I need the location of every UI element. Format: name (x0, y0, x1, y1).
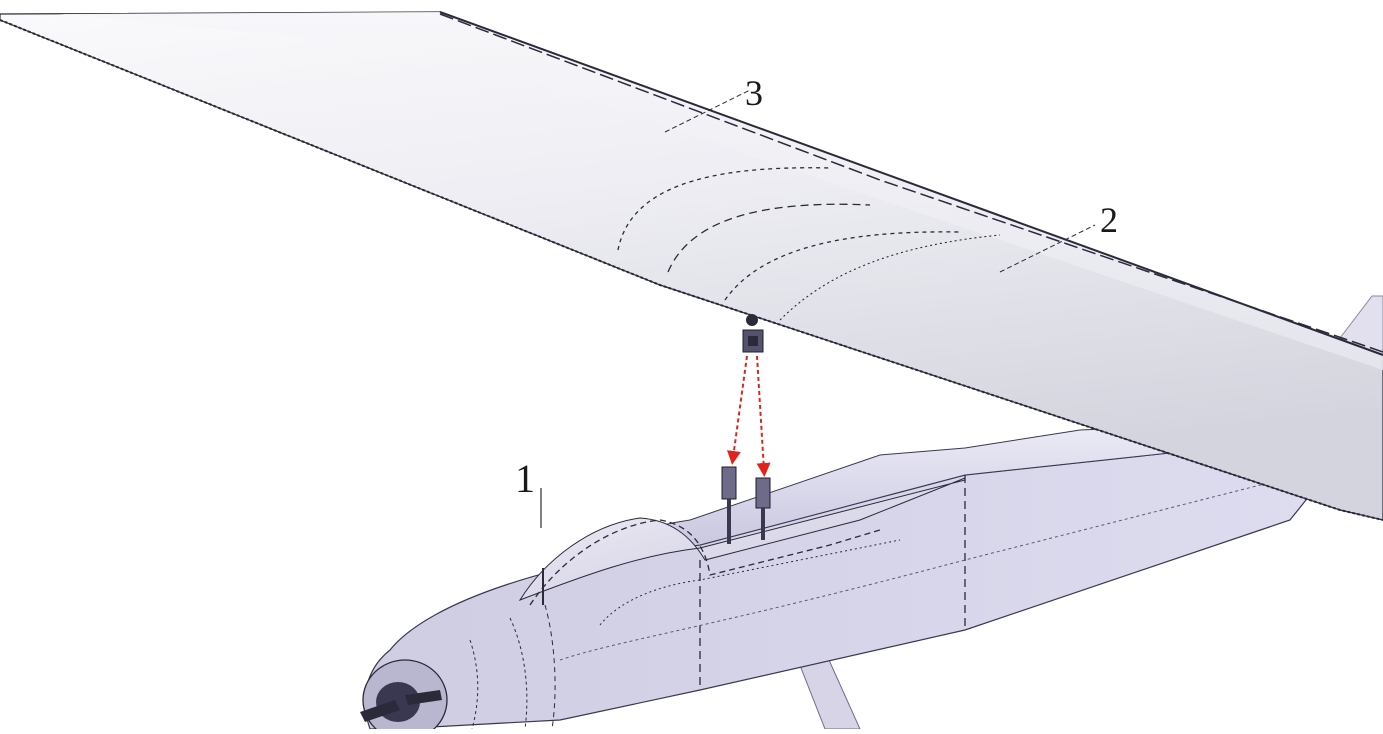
callout-label-1: 1 (515, 456, 535, 501)
wing-mount-fitting (742, 314, 764, 353)
fuselage (360, 424, 1331, 734)
nose-frame-3 (544, 604, 556, 730)
nose-frame-2 (509, 617, 528, 730)
canopy (518, 477, 966, 602)
mounting-posts (721, 466, 771, 544)
wing-spar-line (439, 13, 1383, 353)
guide-arrow-right (756, 355, 771, 477)
wing-center-curve-3 (724, 231, 961, 301)
wing (0, 11, 1383, 521)
fuselage-midline (559, 479, 1281, 661)
wing-mount-bolt (746, 314, 758, 326)
callout-label-3: 3 (745, 73, 763, 113)
wing-center-curve-2 (667, 203, 871, 273)
mounting-post-left-stem (727, 499, 731, 544)
propeller-blade (360, 700, 400, 722)
callout-leader-2 (999, 224, 1096, 273)
wing-surface (0, 11, 1383, 521)
guide-arrow-left (727, 355, 748, 465)
wing-trailing-edge (439, 11, 1383, 356)
wing-mount-slot (748, 336, 758, 346)
wing-center-curve-4 (779, 234, 1001, 321)
callout-label-2: 2 (1100, 200, 1118, 240)
mounting-post-right (755, 477, 771, 509)
canopy-outline (529, 519, 881, 606)
mounting-post-left (721, 466, 737, 500)
propeller-blade-2 (405, 690, 442, 705)
wing-leading-edge (0, 19, 1383, 521)
canopy-frame (599, 539, 901, 626)
mounting-post-right-stem (761, 508, 765, 540)
